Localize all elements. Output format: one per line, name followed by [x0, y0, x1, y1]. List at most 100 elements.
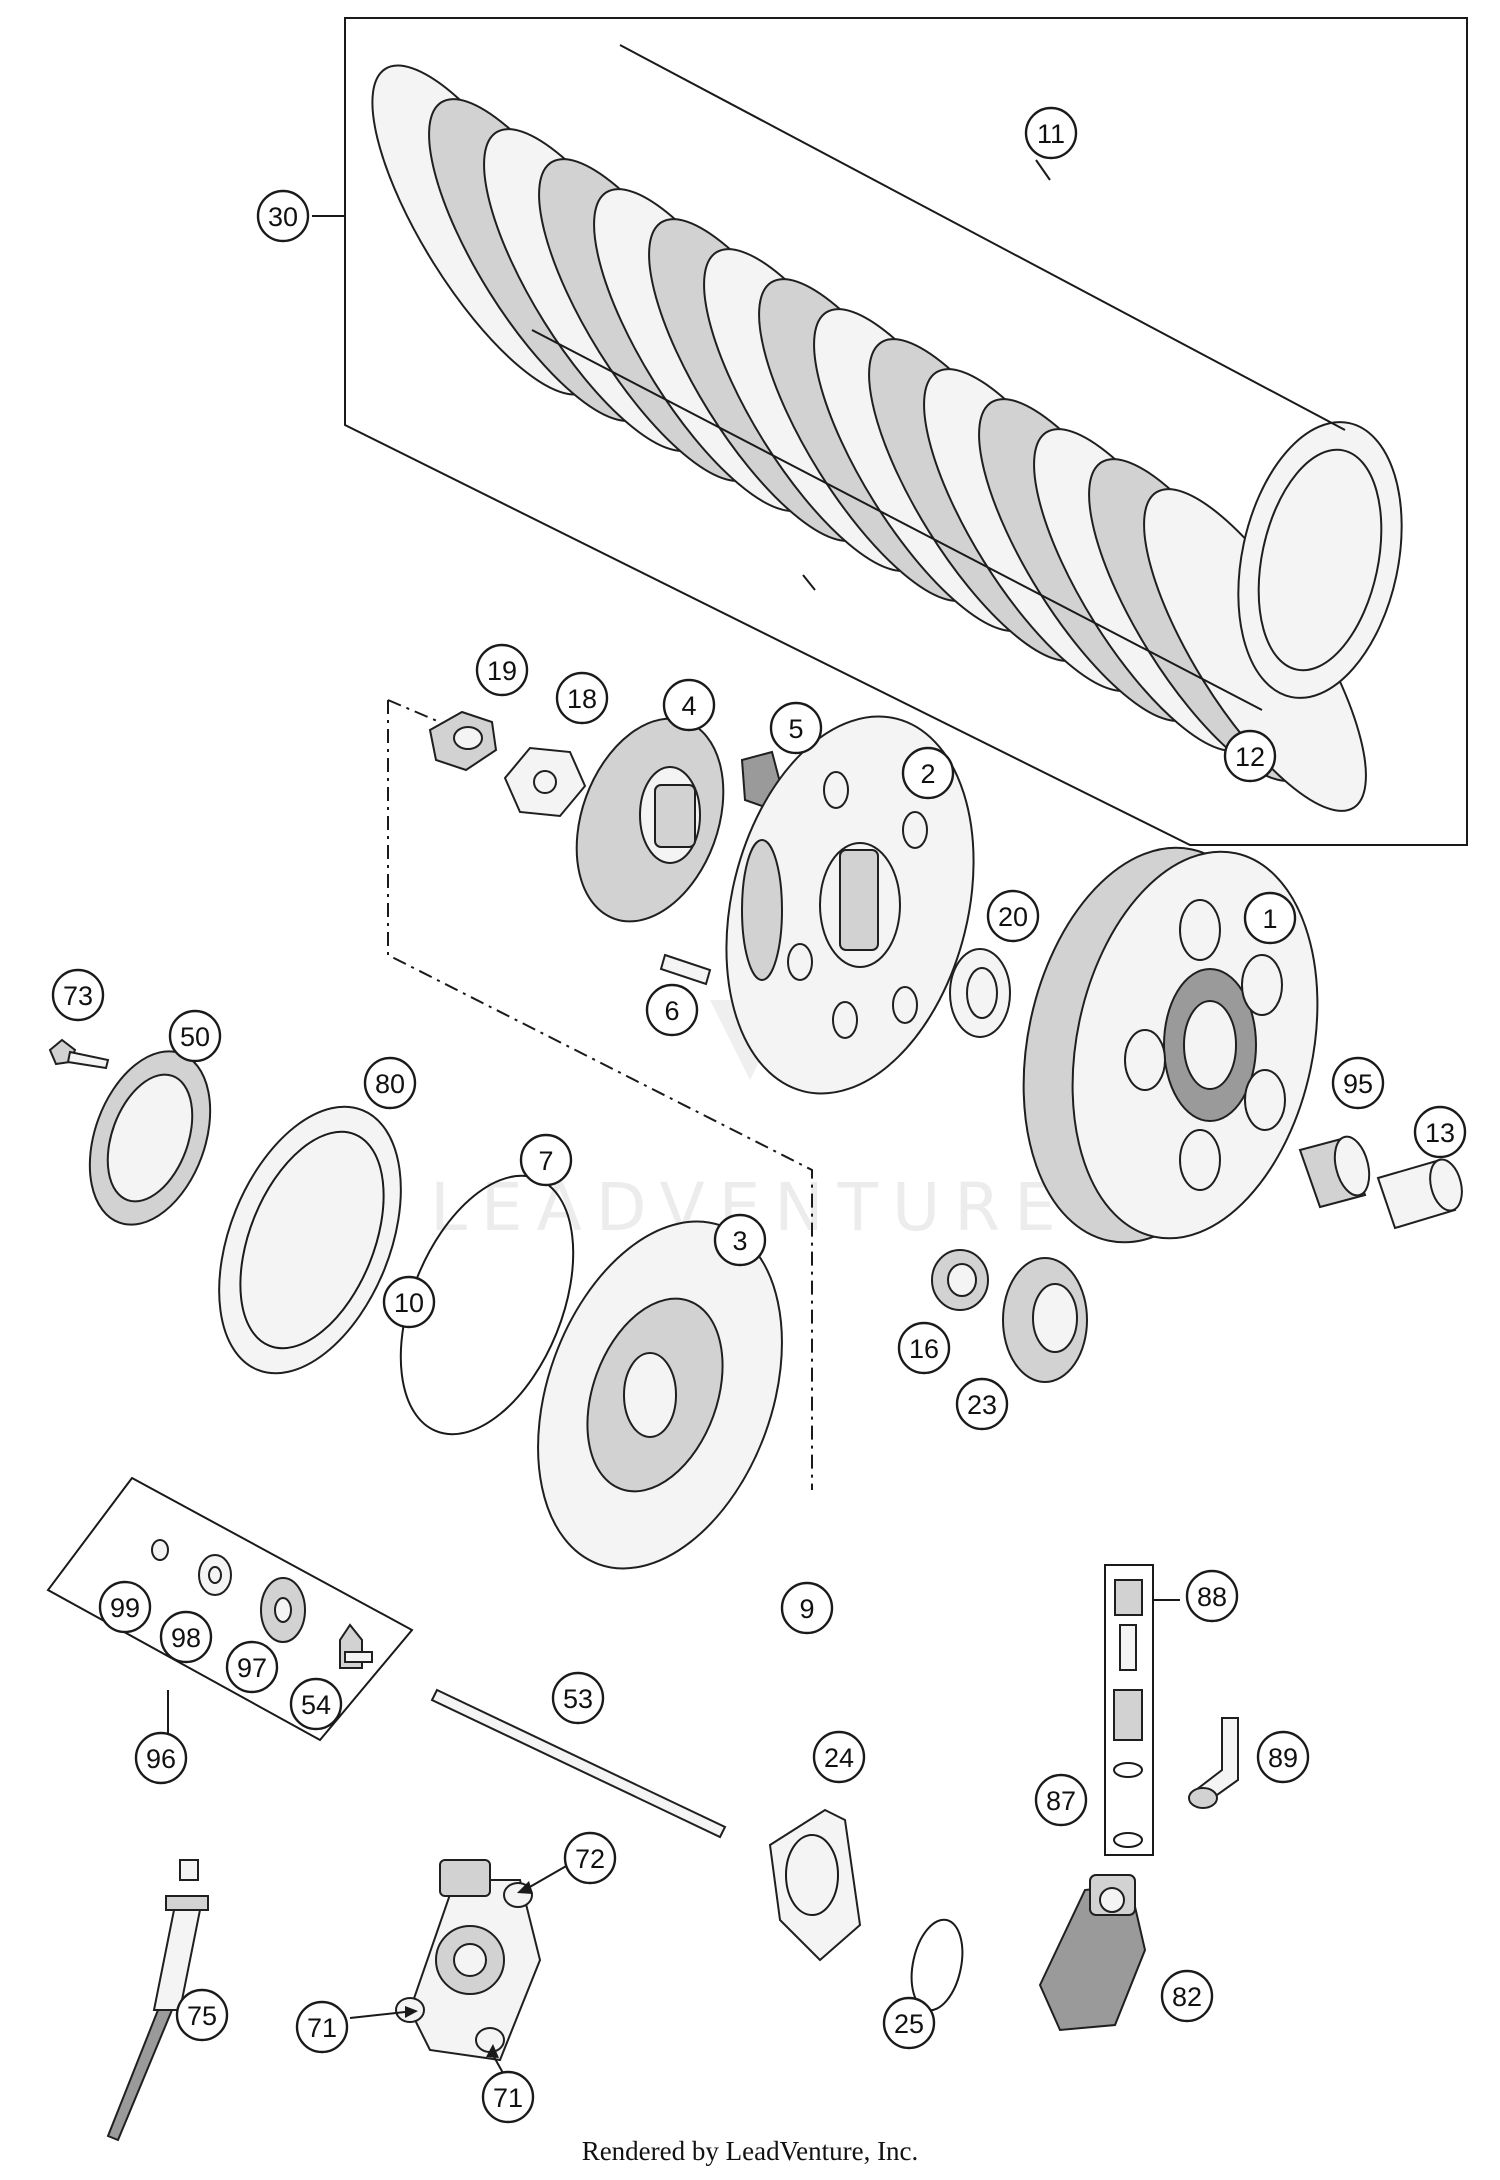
- callout-23: 23: [955, 1377, 1009, 1431]
- callout-label: 6: [664, 996, 679, 1026]
- screw-part: [48, 1038, 110, 1070]
- needle-bushing-part: [1298, 1135, 1371, 1209]
- callout-label: 16: [909, 1334, 939, 1364]
- callout-label: 18: [567, 684, 597, 714]
- callout-circle: [363, 1056, 417, 1110]
- callout-label: 82: [1172, 1982, 1202, 2012]
- callout-circle: [563, 1831, 617, 1885]
- callout-circle: [1256, 1730, 1310, 1784]
- callout-71: 71: [295, 2000, 349, 2054]
- callout-7: 7: [519, 1133, 573, 1187]
- callout-label: 13: [1425, 1118, 1455, 1148]
- pressure-plate-part: [575, 717, 725, 923]
- callout-11: 11: [1024, 106, 1078, 160]
- callout-circle: [295, 2000, 349, 2054]
- callout-circle: [175, 1988, 229, 2042]
- callout-circle: [1331, 1056, 1385, 1110]
- callout-label: 7: [538, 1146, 553, 1176]
- callout-2: 2: [901, 746, 955, 800]
- callout-circle: [98, 1580, 152, 1634]
- release-kit-parts: [151, 1539, 373, 1669]
- callout-9: 9: [780, 1581, 834, 1635]
- callout-54: 54: [289, 1677, 343, 1731]
- callout-label: 19: [487, 656, 517, 686]
- clutch-basket-part: [1022, 846, 1319, 1244]
- inner-hub-group-frame: [387, 699, 813, 1490]
- callout-label: 50: [180, 1022, 210, 1052]
- callout-label: 1: [1262, 904, 1277, 934]
- callout-88: 88: [1185, 1569, 1239, 1623]
- callout-label: 96: [146, 1744, 176, 1774]
- callout-label: 80: [375, 1069, 405, 1099]
- callout-circle: [1243, 891, 1297, 945]
- inner-clutch-hub-part: [725, 715, 975, 1095]
- callout-12: 12: [1223, 729, 1277, 783]
- release-kit-frame: [46, 1476, 414, 1742]
- clutch-slave-cylinder-alt-part: [1038, 1874, 1147, 2032]
- nut-part: [428, 710, 498, 772]
- spring-retainer-plate-part: [88, 1050, 212, 1226]
- callout-label: 97: [237, 1653, 267, 1683]
- banjo-bolt-part: [1188, 1717, 1239, 1809]
- grease-syringe-part: [106, 1859, 209, 2142]
- clutch-plate-pack-frame: [312, 17, 1468, 846]
- callout-1: 1: [1243, 891, 1297, 945]
- callout-73: 73: [51, 968, 105, 1022]
- callout-label: 75: [187, 2001, 217, 2031]
- callout-10: 10: [382, 1275, 436, 1329]
- clutch-plate-stack: [371, 64, 1403, 812]
- callout-98: 98: [159, 1610, 213, 1664]
- callout-label: 11: [1037, 119, 1065, 149]
- callout-label: 9: [799, 1594, 814, 1624]
- callout-circle: [519, 1133, 573, 1187]
- callout-13: 13: [1413, 1105, 1467, 1159]
- callout-96: 96: [134, 1731, 188, 1785]
- collar-nut-part: [931, 1249, 989, 1311]
- callout-circle: [955, 1377, 1009, 1431]
- callout-circle: [812, 1730, 866, 1784]
- callout-95: 95: [1331, 1056, 1385, 1110]
- callout-circle: [256, 189, 310, 243]
- callout-circle: [134, 1731, 188, 1785]
- callout-label: 10: [394, 1288, 424, 1318]
- callout-label: 53: [563, 1684, 593, 1714]
- callout-50: 50: [168, 1009, 222, 1063]
- callout-label: 54: [301, 1690, 331, 1720]
- callout-circle: [1024, 106, 1078, 160]
- callout-label: 12: [1235, 742, 1265, 772]
- lock-washer-part: [503, 746, 587, 818]
- footer-credit: Rendered by LeadVenture, Inc.: [581, 2136, 919, 2166]
- callout-label: 4: [681, 691, 696, 721]
- callout-3: 3: [713, 1213, 767, 1267]
- callout-label: 73: [63, 981, 93, 1011]
- callout-label: 25: [894, 2009, 924, 2039]
- callout-label: 3: [732, 1226, 747, 1256]
- slave-cylinder-part: [395, 1859, 542, 2062]
- callout-circle: [780, 1581, 834, 1635]
- callout-circle: [51, 968, 105, 1022]
- banjo-fitting-frame: [1104, 1564, 1180, 1856]
- callout-71: 71: [481, 2070, 535, 2124]
- callout-82: 82: [1160, 1969, 1214, 2023]
- callout-circle: [713, 1213, 767, 1267]
- callout-72: 72: [563, 1831, 617, 1885]
- callout-25: 25: [882, 1996, 936, 2050]
- thrust-washer-part: [949, 948, 1011, 1038]
- callout-circle: [1223, 729, 1277, 783]
- callout-circle: [481, 2070, 535, 2124]
- callout-circle: [1034, 1773, 1088, 1827]
- callout-label: 71: [307, 2013, 337, 2043]
- spacer-sleeve-part: [1376, 1158, 1463, 1230]
- callout-circle: [168, 1009, 222, 1063]
- callout-label: 24: [824, 1743, 854, 1773]
- callout-label: 71: [493, 2083, 523, 2113]
- callout-97: 97: [225, 1640, 279, 1694]
- callout-label: 5: [788, 714, 803, 744]
- callout-19: 19: [475, 643, 529, 697]
- callout-circle: [555, 671, 609, 725]
- callout-circle: [897, 1321, 951, 1375]
- callout-18: 18: [555, 671, 609, 725]
- callout-circle: [1185, 1569, 1239, 1623]
- callout-circle: [1160, 1969, 1214, 2023]
